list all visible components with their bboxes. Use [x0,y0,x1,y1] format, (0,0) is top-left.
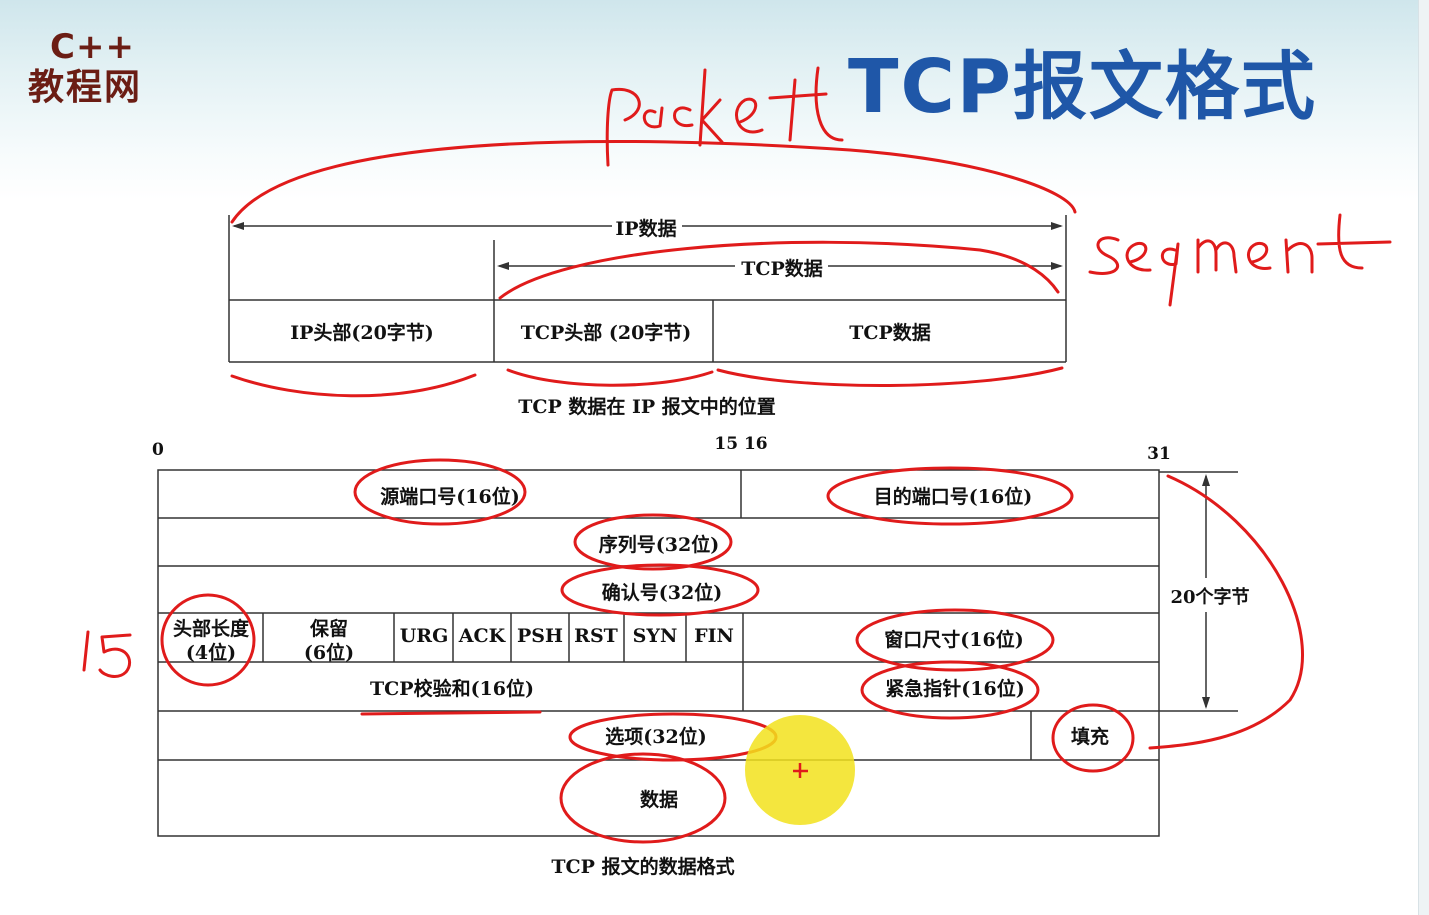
bit-label-0: 0 [152,440,164,460]
logo-cpp: C++ [50,27,135,67]
cursor-crosshair-icon [793,763,808,778]
flag-urg: URG [399,625,449,647]
destination-port-field: 目的端口号(16位) [873,486,1033,508]
window-size-circle [855,608,1055,672]
bit-label-15-16: 15 16 [714,434,768,454]
sequence-number-field: 序列号(32位) [598,534,720,556]
window-size-field: 窗口尺寸(16位) [884,629,1024,651]
header-length-bits: (4位) [185,642,237,664]
packet-handwriting [605,66,844,167]
padding-field: 填充 [1070,726,1110,748]
flag-psh: PSH [517,625,563,647]
urgent-pointer-field: 紧急指针(16位) [885,678,1025,700]
flag-ack: ACK [458,625,506,647]
reserved-bits: (6位) [303,642,355,664]
tcp-data-cell: TCP数据 [849,322,931,344]
header-brace-curve [1148,474,1304,750]
ip-header-cell: IP头部(20字节) [290,322,434,344]
urgent-pointer-circle [860,660,1040,720]
flag-syn: SYN [632,625,678,647]
tcp-format-caption: TCP 报文的数据格式 [551,856,735,878]
data-field: 数据 [639,789,679,811]
sequence-number-circle [573,513,733,571]
site-logo: C++ 教程网 [28,30,142,106]
ack-number-field: 确认号(32位) [601,582,723,604]
window-scrollbar[interactable] [1418,0,1429,915]
header-length-circle [160,593,256,687]
reserved-label: 保留 [309,618,349,640]
ip-data-span-label: IP数据 [615,218,677,240]
header-size-label: 20个字节 [1170,587,1250,608]
slide-title: TCP报文格式 [848,44,1318,130]
ip-header-underline [230,373,477,398]
bit-label-31: 31 [1147,444,1171,464]
fifteen-handwriting [82,630,132,678]
padding-circle [1051,703,1135,773]
options-field: 选项(32位) [605,726,707,748]
ip-diagram-caption: TCP 数据在 IP 报文中的位置 [518,396,776,418]
flag-rst: RST [574,625,618,647]
header-length-label: 头部长度 [172,618,250,640]
tcp-header-underline [506,368,714,387]
segment-handwriting [1088,213,1392,307]
tcp-data-span-label: TCP数据 [741,258,823,280]
checksum-field: TCP校验和(16位) [370,678,534,700]
checksum-underline [360,710,542,716]
destination-port-circle [826,466,1074,526]
flag-fin: FIN [694,625,734,647]
source-port-circle [353,458,527,526]
source-port-field: 源端口号(16位) [380,486,520,508]
tcp-header-cell: TCP头部 (20字节) [520,322,692,344]
ack-number-circle [560,563,760,617]
logo-site-name: 教程网 [28,67,143,108]
ip-packet-arc [230,139,1077,224]
data-circle [559,752,727,844]
tcp-data-underline [716,366,1064,388]
tcp-segment-arc [498,240,1060,300]
